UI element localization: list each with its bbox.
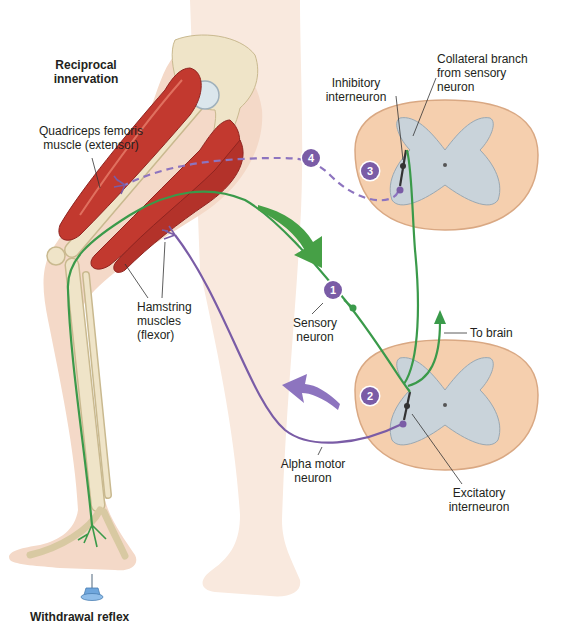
cord-white-matter <box>355 100 538 230</box>
motor-cell-body <box>397 187 404 194</box>
motor-cell-body <box>400 421 407 428</box>
callout-text: 4 <box>308 152 314 164</box>
ascending-branch <box>408 322 440 386</box>
thumbtack <box>81 574 103 601</box>
excitatory-interneuron <box>404 392 410 420</box>
callout-number: 2 <box>361 387 379 405</box>
callout-number: 4 <box>302 149 320 167</box>
alpha-motor-neuron <box>175 235 402 443</box>
sensory-neuron <box>68 192 410 525</box>
sensory-direction-arrow <box>258 205 322 268</box>
sensory-cell-body <box>350 305 357 312</box>
figure-caption: Withdrawal reflex <box>30 610 180 624</box>
muscle-label: Quadriceps femoris muscle (extensor) <box>30 124 152 152</box>
interneuron-body <box>400 163 406 169</box>
leader-line <box>318 447 322 455</box>
foot-bones <box>30 510 125 556</box>
motor-direction-arrow <box>282 374 340 410</box>
to-brain-arrowhead <box>434 310 446 324</box>
patella <box>47 247 65 265</box>
interneuron-body <box>404 403 410 409</box>
cord-gray-matter <box>390 358 500 445</box>
tack-base <box>81 594 103 601</box>
inhibited-motor-neuron <box>125 158 398 200</box>
neuron-label: Alpha motor neuron <box>275 457 351 485</box>
leader-line <box>312 303 323 314</box>
collateral-branch <box>404 150 418 384</box>
callout-text: 2 <box>367 390 373 402</box>
leader-line <box>444 333 467 334</box>
hamstring-muscle <box>114 140 243 272</box>
leader-lines <box>92 78 467 484</box>
structure-label: Excitatory interneuron <box>437 486 521 514</box>
motor-endings <box>162 226 175 239</box>
direction-label: To brain <box>470 326 540 340</box>
leader-line <box>125 264 148 298</box>
central-canal <box>443 403 447 407</box>
leader-line <box>413 78 436 136</box>
figure-title: Reciprocal innervation <box>38 58 134 86</box>
spinal-cord-upper <box>355 100 538 230</box>
callout-number: 1 <box>324 281 342 299</box>
tack-pin <box>91 574 93 588</box>
structure-label: Collateral branch from sensory neuron <box>437 52 539 94</box>
central-canal <box>443 163 447 167</box>
cord-gray-matter <box>390 118 500 205</box>
bent-leg <box>9 52 262 570</box>
cord-white-matter <box>355 340 538 470</box>
motor-endings <box>114 176 125 194</box>
leader-line <box>396 96 403 160</box>
leader-line <box>412 414 462 484</box>
structure-label: Inhibitory interneuron <box>318 76 394 104</box>
inhibitory-interneuron <box>400 150 406 186</box>
callout-text: 3 <box>367 165 373 177</box>
leader-line <box>162 242 165 298</box>
callout-number: 3 <box>361 162 379 180</box>
sensory-cell-stalk <box>344 300 351 306</box>
sensory-endings <box>78 525 106 547</box>
muscle-label: Hamstring muscles (flexor) <box>137 300 201 342</box>
neuron-label: Sensory neuron <box>284 316 346 344</box>
leader-line <box>92 158 100 188</box>
callout-text: 1 <box>330 284 336 296</box>
spinal-cord-lower <box>355 340 538 470</box>
